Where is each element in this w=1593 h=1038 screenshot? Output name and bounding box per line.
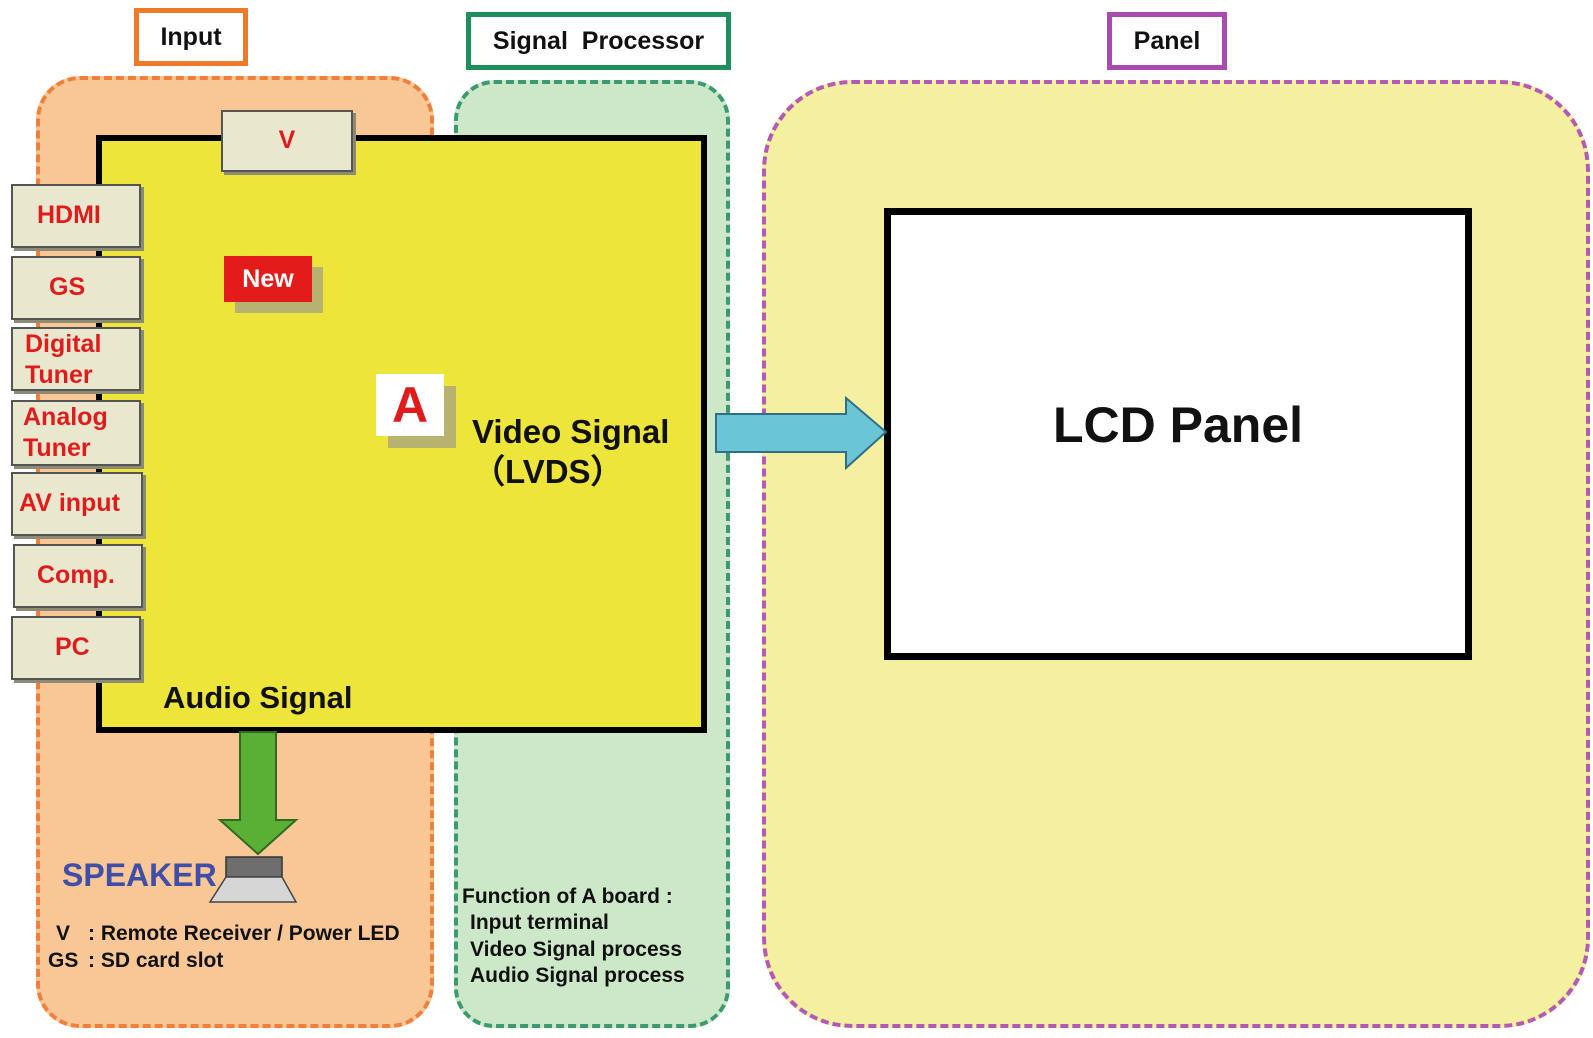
v-connector-label: V bbox=[278, 126, 296, 155]
legend-desc: : SD card slot bbox=[88, 949, 224, 973]
connector-tab-comp: Comp. bbox=[13, 544, 143, 608]
connector-tab-hdmi: HDMI bbox=[11, 184, 141, 248]
speaker-label: SPEAKER bbox=[62, 857, 217, 893]
connector-tab-analog-tuner: Analog Tuner bbox=[11, 400, 141, 466]
legend-key: V bbox=[56, 922, 71, 945]
audio-signal-label: Audio Signal bbox=[163, 680, 353, 715]
video-arrow-icon bbox=[715, 395, 888, 471]
connector-tab-gs: GS bbox=[11, 256, 141, 320]
legend-row-v: V : Remote Receiver / Power LED bbox=[48, 920, 400, 947]
connector-label-line2: Tuner bbox=[23, 434, 91, 463]
v-connector-tab: V bbox=[221, 110, 353, 172]
connector-label: PC bbox=[55, 633, 90, 662]
legend-desc: : Remote Receiver / Power LED bbox=[88, 922, 400, 945]
connector-tab-digital-tuner: Digital Tuner bbox=[11, 327, 141, 391]
connector-label-line2: Tuner bbox=[25, 361, 93, 390]
input-header: Input bbox=[134, 8, 248, 66]
function-note-title: Function of A board : bbox=[462, 885, 673, 908]
connector-label: GS bbox=[49, 273, 86, 302]
connector-label: AV input bbox=[19, 489, 120, 518]
function-note-item: Video Signal process bbox=[470, 937, 683, 961]
audio-arrow-icon bbox=[217, 731, 299, 856]
function-note-item: Input terminal bbox=[470, 911, 609, 935]
speaker-icon bbox=[208, 856, 298, 903]
legend-key: GS bbox=[48, 949, 79, 973]
signal-processor-header: Signal Processor bbox=[466, 12, 731, 70]
connector-label: Comp. bbox=[37, 561, 115, 590]
connector-tab-pc: PC bbox=[11, 616, 141, 680]
connector-tab-av-input: AV input bbox=[11, 472, 143, 536]
video-signal-line1: Video Signal bbox=[472, 413, 670, 450]
connector-label: HDMI bbox=[37, 201, 101, 230]
legend: V : Remote Receiver / Power LED GS : SD ca… bbox=[48, 920, 400, 975]
lcd-panel bbox=[884, 208, 1472, 660]
connector-label-line1: Analog bbox=[23, 403, 108, 431]
new-badge: New bbox=[224, 256, 312, 302]
connector-label-line1: Digital bbox=[25, 330, 102, 358]
panel-header: Panel bbox=[1107, 12, 1227, 70]
function-note-item: Audio Signal process bbox=[470, 963, 685, 987]
function-note: Function of A board : Input terminal Vid… bbox=[462, 884, 685, 989]
video-signal-line2: （LVDS） bbox=[472, 452, 624, 490]
legend-row-gs: GS : SD card slot bbox=[48, 947, 400, 974]
board-id-badge: A bbox=[376, 374, 444, 436]
video-signal-label: Video Signal （LVDS） bbox=[472, 412, 692, 491]
lcd-panel-label: LCD Panel bbox=[1052, 397, 1304, 453]
